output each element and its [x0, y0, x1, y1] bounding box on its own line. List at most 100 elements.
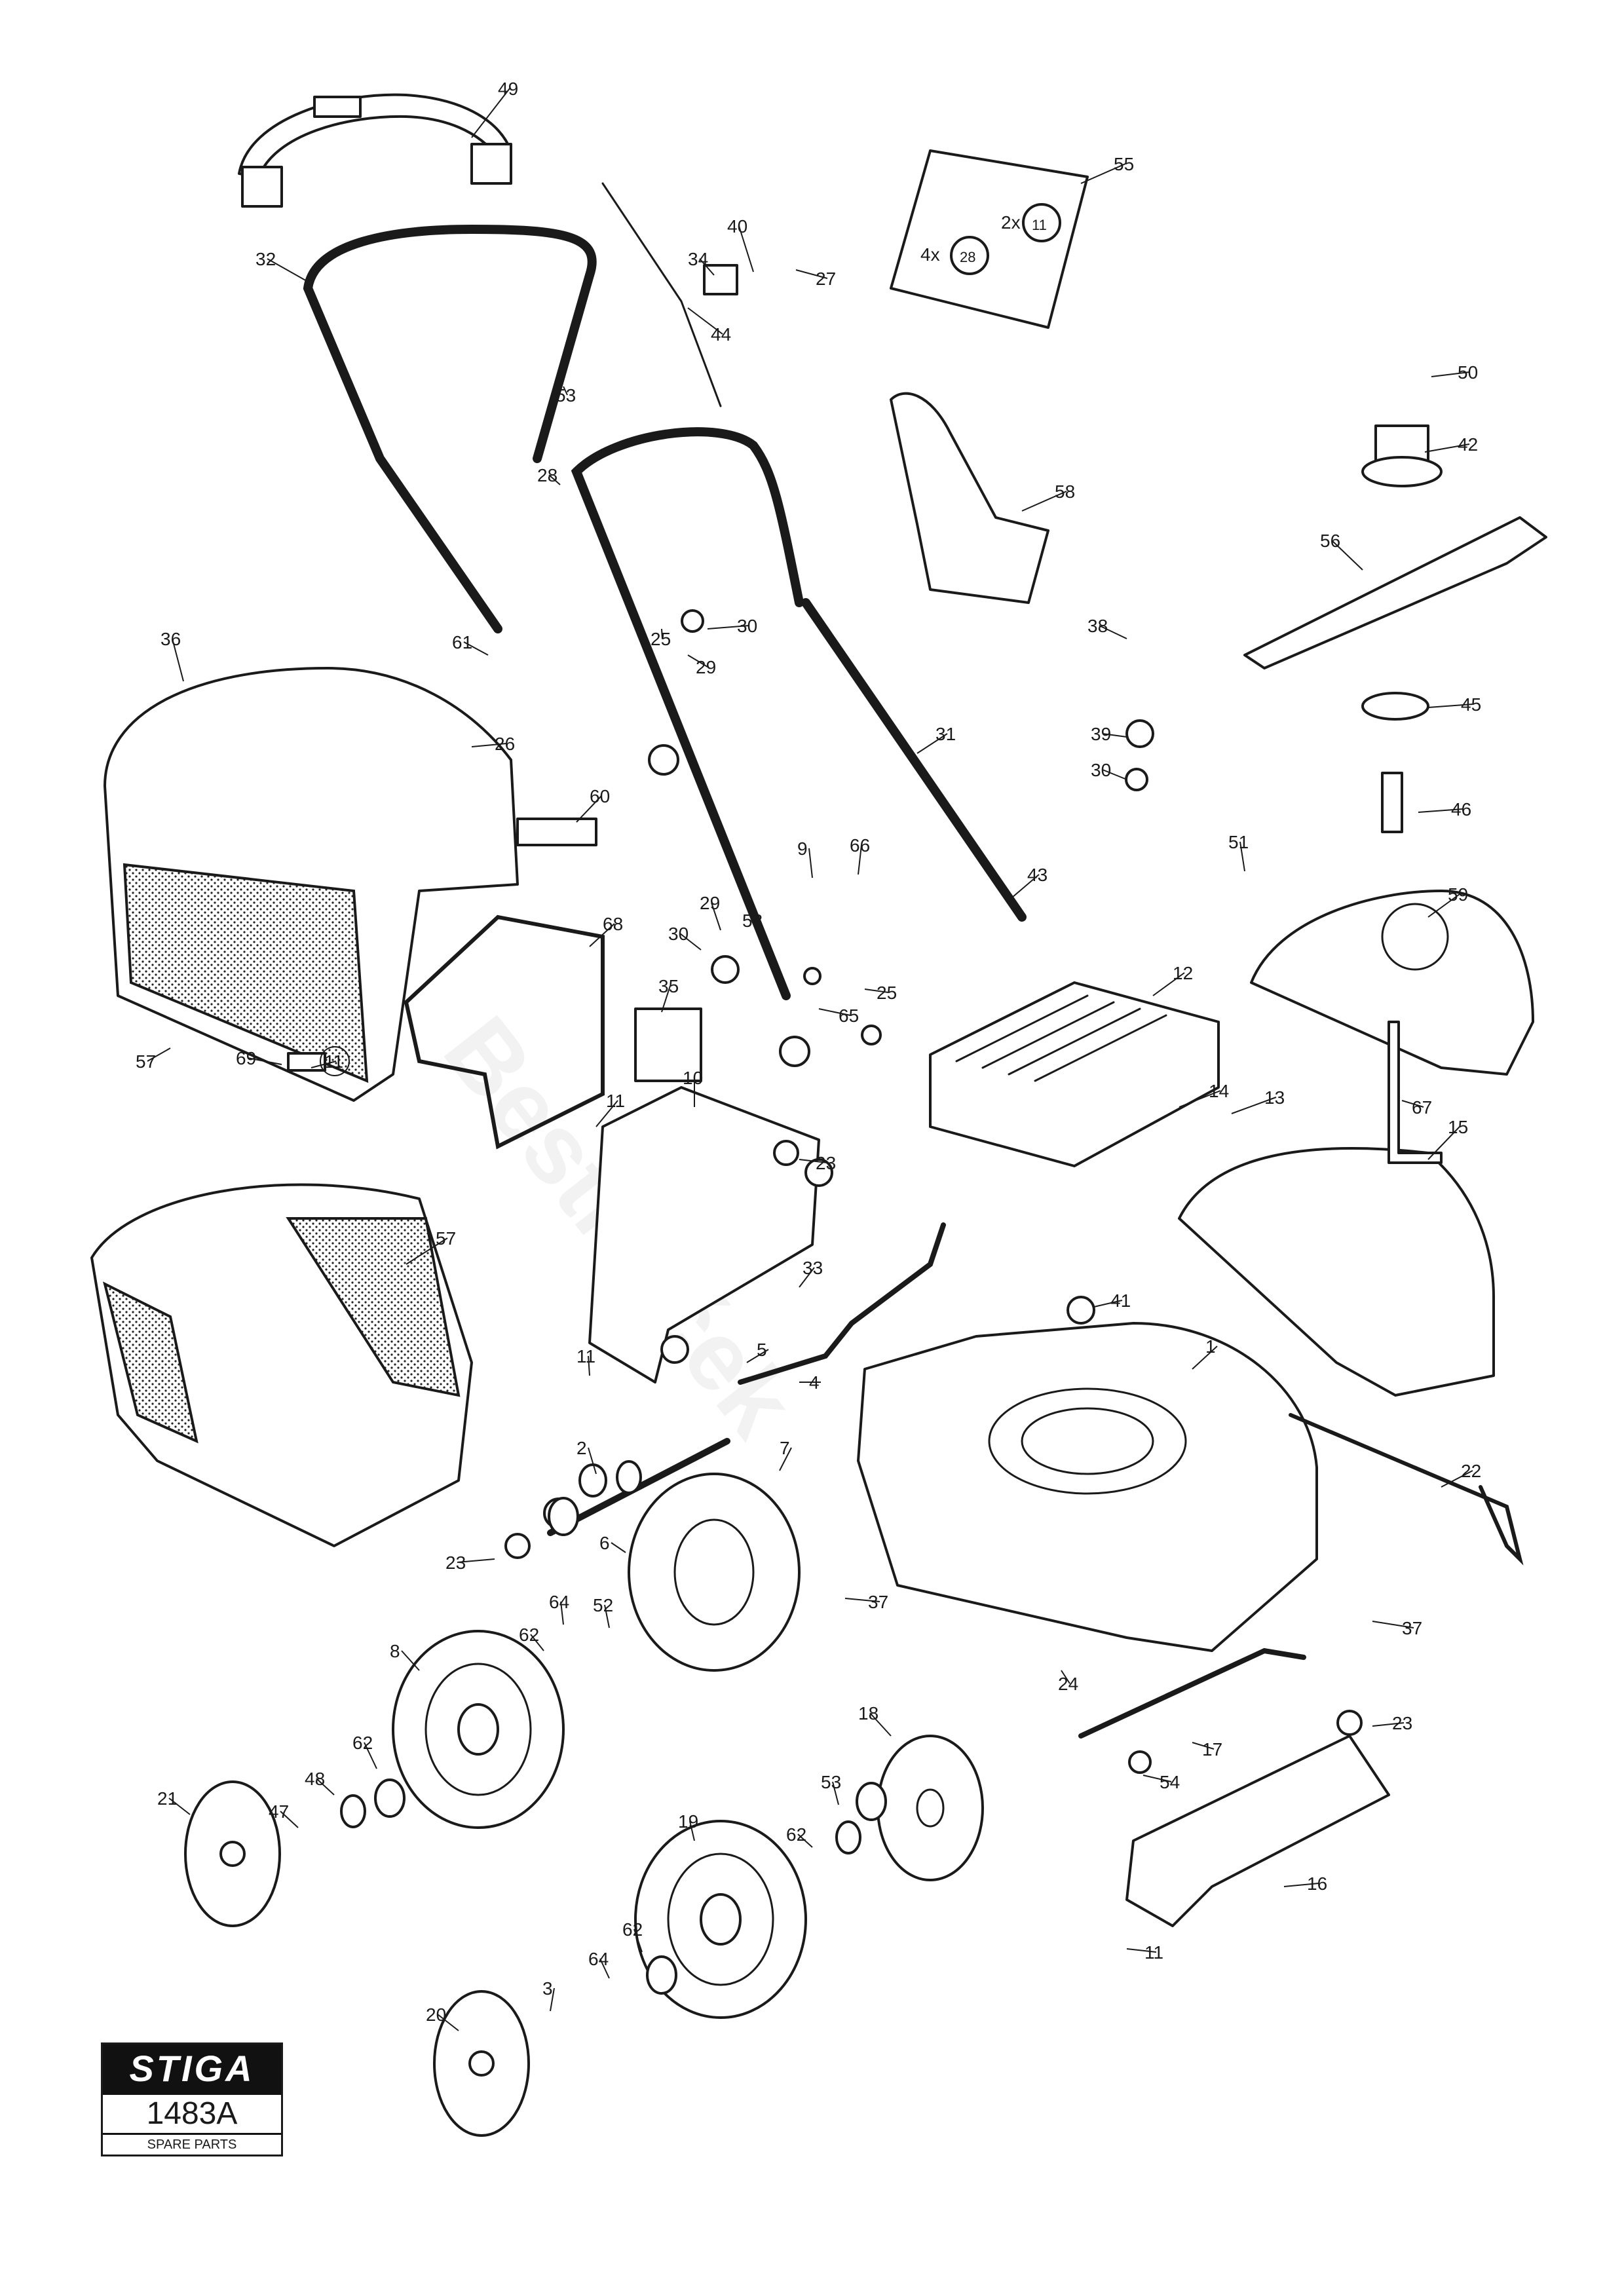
- part-number-label: 36: [161, 629, 181, 649]
- leader-line: [599, 1958, 610, 1979]
- leader-line: [1441, 1470, 1473, 1488]
- rear-wheel-part: [392, 1630, 565, 1829]
- small-hardware-parts: [287, 264, 1443, 1995]
- part-number-label: 18: [858, 1703, 878, 1723]
- leader-line: [1418, 808, 1463, 813]
- bag-frame-part: [404, 914, 605, 1150]
- part-number-label: 23: [1392, 1713, 1412, 1733]
- leader-line: [406, 1237, 448, 1265]
- part-number-label: 32: [255, 249, 276, 269]
- part-number-label: 44: [711, 324, 731, 345]
- part-number-label: 31: [935, 724, 956, 744]
- part-number-label: 10: [683, 1068, 703, 1088]
- part-number-label: 62: [352, 1733, 373, 1753]
- leader-line: [711, 902, 721, 931]
- height-adjust-rod-part: [1289, 1413, 1524, 1566]
- part-number-label: 68: [603, 914, 623, 934]
- part-number-label: 25: [877, 983, 897, 1003]
- part-number-label: 27: [816, 269, 836, 289]
- part-number-label: 28: [537, 465, 557, 485]
- engine-shroud-part: [1250, 890, 1534, 1076]
- leader-line: [1192, 1346, 1218, 1370]
- leader-line: [844, 1598, 880, 1602]
- part-number-label: 46: [1451, 799, 1471, 819]
- part-number-label: 53: [821, 1772, 841, 1792]
- bag-label-2x: 2x: [1001, 212, 1021, 233]
- leader-line: [471, 88, 510, 138]
- label-circle: [320, 1046, 350, 1076]
- part-number-label: 3: [542, 1978, 553, 1999]
- leader-line: [799, 1159, 828, 1163]
- part-number-label: 37: [868, 1592, 888, 1612]
- leader-line: [699, 258, 715, 276]
- part-number-label: 30: [1091, 760, 1111, 780]
- leader-line: [818, 1008, 851, 1016]
- cutting-blade-part: [1243, 516, 1547, 669]
- blade-washer-part: [1361, 692, 1429, 721]
- part-number-label: 47: [269, 1801, 289, 1822]
- leader-line: [311, 1061, 337, 1068]
- leader-line: [808, 848, 813, 878]
- leader-line: [530, 1634, 544, 1651]
- part-number-label: 56: [1320, 531, 1340, 551]
- part-number-label: 59: [1448, 884, 1468, 905]
- leader-line: [1152, 972, 1185, 996]
- handle-grip-part: [238, 93, 512, 208]
- leader-line: [1192, 1742, 1215, 1750]
- leader-line: [1102, 733, 1127, 738]
- spare-parts-caption: SPARE PARTS: [147, 2137, 237, 2152]
- part-number-label: 66: [850, 835, 870, 856]
- leader-line: [1427, 704, 1473, 708]
- grass-catcher-top-part: [104, 667, 519, 1102]
- part-number-label: 24: [1058, 1674, 1078, 1694]
- leader-line: [753, 920, 767, 937]
- part-number-label: 49: [498, 79, 518, 99]
- leader-line: [611, 1542, 626, 1553]
- part-number-label: 62: [519, 1625, 539, 1645]
- part-number-label: 21: [157, 1788, 178, 1809]
- leader-line: [437, 2014, 459, 2031]
- leader-line: [738, 225, 754, 273]
- leader-line: [689, 1820, 695, 1841]
- leader-line: [576, 795, 602, 823]
- rear-axle-lever-part: [738, 1222, 946, 1385]
- leader-line: [1093, 1300, 1123, 1308]
- part-number-label: 34: [688, 249, 708, 269]
- leader-line: [864, 988, 889, 993]
- leader-line: [1283, 1883, 1319, 1887]
- leader-line: [548, 474, 561, 485]
- blade-adapter-part: [1361, 424, 1443, 487]
- part-number-label: 1: [1205, 1336, 1216, 1357]
- leader-line: [364, 1742, 377, 1769]
- lower-handle-bar-part: [571, 427, 1027, 1000]
- stiga-logo: STIGA 1483A SPARE PARTS: [101, 2042, 283, 2156]
- leader-line: [779, 1447, 792, 1471]
- part-number-label: 2: [576, 1438, 587, 1458]
- leader-line: [1427, 894, 1460, 918]
- part-number-label: 67: [1412, 1097, 1432, 1118]
- leader-line: [869, 1712, 892, 1737]
- leader-line: [168, 1797, 191, 1815]
- leader-line: [1179, 1090, 1221, 1108]
- leader-line: [633, 1929, 643, 1953]
- part-number-label: 8: [390, 1641, 400, 1661]
- leader-line: [1401, 1100, 1424, 1108]
- model-number: 1483A: [103, 2093, 281, 2135]
- leader-line: [550, 1987, 555, 2012]
- part-number-label: 48: [305, 1769, 325, 1789]
- part-number-label: 14: [1209, 1081, 1229, 1101]
- leader-line: [795, 269, 828, 279]
- part-number-label: 53: [556, 385, 576, 405]
- leader-line: [172, 638, 184, 682]
- part-number-label: 29: [696, 657, 716, 677]
- part-number-label: 22: [1461, 1461, 1481, 1481]
- part-number-label: 19: [678, 1811, 698, 1832]
- grass-catcher-bottom-part: [90, 1183, 473, 1547]
- leader-line: [471, 743, 507, 747]
- leader-line: [267, 258, 309, 282]
- leader-line: [1424, 443, 1470, 453]
- part-number-label: 5: [757, 1340, 767, 1360]
- control-cable-part: [601, 182, 722, 407]
- bag-label-4x: 4x: [920, 244, 940, 265]
- blade-bolt-part: [1381, 772, 1403, 833]
